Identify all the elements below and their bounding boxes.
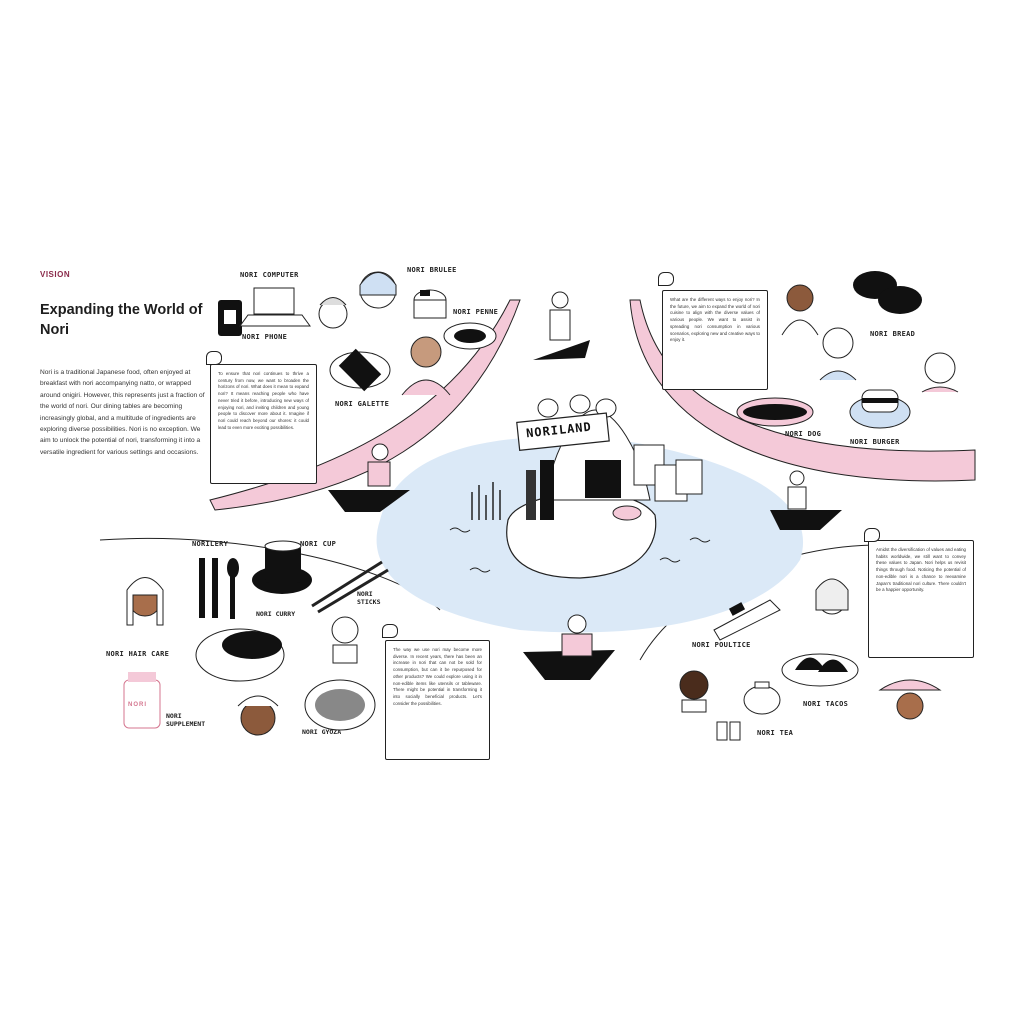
tacos-icon <box>781 653 859 687</box>
gyoza-icon <box>304 679 376 731</box>
cutlery-icon <box>199 558 239 619</box>
label-nori-tacos: NORI TACOS <box>803 700 849 708</box>
person-top-boat <box>549 291 571 341</box>
label-nori-burger: NORI BURGER <box>850 438 900 446</box>
label-nori-penne: NORI PENNE <box>453 308 499 316</box>
person-face-11 <box>679 670 709 713</box>
scroll-top-right: What are the different ways to enjoy nor… <box>662 290 768 390</box>
label-nori-dog: NORI DOG <box>785 430 822 438</box>
pink-car <box>612 505 642 521</box>
section-label: VISION <box>40 270 71 279</box>
person-face-6 <box>921 352 959 393</box>
person-face-4 <box>781 284 819 336</box>
galette-icon <box>329 348 391 392</box>
boat-left <box>328 490 410 512</box>
scroll-curl <box>382 624 398 638</box>
person-face-10 <box>815 578 849 615</box>
page-title: Expanding the World of Nori <box>40 302 203 338</box>
arm-icon <box>713 599 781 641</box>
label-nori-poultice: NORI POULTICE <box>692 641 751 649</box>
intro-paragraph: Nori is a traditional Japanese food, oft… <box>40 369 205 456</box>
cup-icon <box>252 540 312 594</box>
label-nori-sticks: NORI STICKS <box>357 590 381 606</box>
pink-path-top-left <box>209 299 521 511</box>
person-left-boat <box>367 443 391 487</box>
onigiri-nori-wrap <box>585 460 621 498</box>
person-face-5 <box>819 327 857 381</box>
person-face-8 <box>331 616 359 664</box>
jar-label: NORI <box>128 702 147 708</box>
scroll-curl <box>864 528 880 542</box>
label-nori-gyoza: NORI GYOZA <box>302 728 342 736</box>
bread-icon <box>853 271 922 314</box>
burger-icon <box>849 389 911 429</box>
brulee-icon <box>413 289 447 319</box>
sea-waves <box>449 527 711 573</box>
scroll-top-left: To ensure that nori continues to thrive … <box>210 364 317 484</box>
noriland-sign <box>516 412 610 451</box>
person-face-12 <box>878 679 942 720</box>
laptop-icon <box>239 287 311 327</box>
jar-icon <box>123 672 161 729</box>
label-nori-bread: NORI BREAD <box>870 330 916 338</box>
person-face-9 <box>237 695 279 736</box>
person-right-boat <box>787 470 807 510</box>
scroll-curl <box>658 272 674 286</box>
label-nori-curry: NORI CURRY <box>256 610 296 618</box>
label-nori-galette: NORI GALETTE <box>335 400 390 408</box>
label-nori-phone: NORI PHONE <box>242 333 288 341</box>
label-nori-supplement: NORI SUPPLEMENT <box>166 712 206 728</box>
chopsticks-icon <box>311 560 389 614</box>
person-face-7 <box>126 577 164 626</box>
boat-right <box>770 510 842 530</box>
person-face-2 <box>359 271 397 309</box>
hotdog-icon <box>736 397 814 427</box>
label-nori-computer: NORI COMPUTER <box>240 271 299 279</box>
towers <box>537 394 703 502</box>
curry-icon <box>195 628 285 682</box>
label-nori-tea: NORI TEA <box>757 729 794 737</box>
boat-bottom <box>523 650 615 680</box>
person-bottom-boat <box>561 614 593 657</box>
boat-top <box>533 340 590 360</box>
scroll-curl <box>206 351 222 365</box>
person-face-1 <box>318 297 348 329</box>
label-nori-brulee: NORI BRULEE <box>407 266 457 274</box>
person-face-3 <box>401 336 451 396</box>
tea-cups-icon <box>716 721 741 741</box>
reeds <box>471 482 501 520</box>
teapot-icon <box>743 681 781 715</box>
label-nori-hair-care: NORI HAIR CARE <box>106 650 170 658</box>
label-nori-cup: NORI CUP <box>300 540 337 548</box>
penne-icon <box>443 322 497 350</box>
label-norilery: NORILERY <box>192 540 229 548</box>
scroll-bottom-right: Amidst the diversification of values and… <box>868 540 974 658</box>
scroll-bottom-center: The way we use nori may become more dive… <box>385 640 490 760</box>
